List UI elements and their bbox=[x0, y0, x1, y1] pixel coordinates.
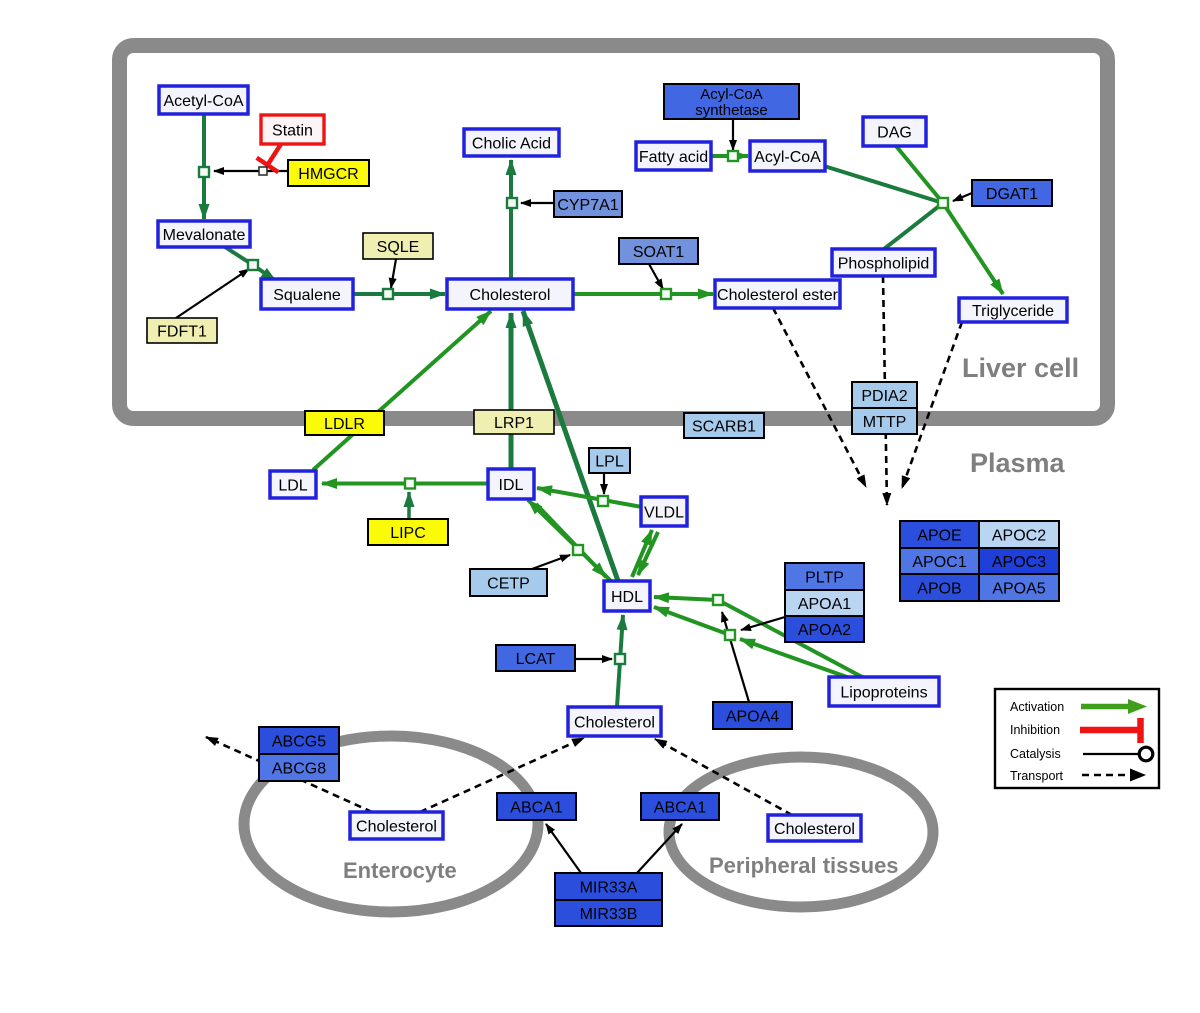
svg-text:MIR33B: MIR33B bbox=[580, 906, 638, 923]
svg-text:LDL: LDL bbox=[278, 477, 307, 494]
svg-text:Enterocyte: Enterocyte bbox=[343, 858, 457, 883]
svg-text:Catalysis: Catalysis bbox=[1010, 747, 1061, 761]
svg-text:LPL: LPL bbox=[595, 453, 624, 470]
svg-text:Cholesterol: Cholesterol bbox=[356, 818, 437, 835]
svg-text:SQLE: SQLE bbox=[377, 239, 420, 256]
svg-text:Phospholipid: Phospholipid bbox=[838, 255, 930, 272]
svg-text:Inhibition: Inhibition bbox=[1010, 723, 1060, 737]
svg-text:LDLR: LDLR bbox=[324, 416, 365, 433]
svg-text:Statin: Statin bbox=[272, 122, 313, 139]
svg-text:Squalene: Squalene bbox=[273, 287, 341, 304]
svg-text:APOC1: APOC1 bbox=[912, 554, 966, 571]
svg-text:PDIA2: PDIA2 bbox=[861, 388, 907, 405]
svg-text:APOB: APOB bbox=[917, 580, 961, 597]
svg-text:Lipoproteins: Lipoproteins bbox=[840, 684, 927, 701]
svg-text:APOE: APOE bbox=[917, 527, 961, 544]
svg-text:APOA5: APOA5 bbox=[992, 580, 1045, 597]
svg-text:FDFT1: FDFT1 bbox=[157, 323, 207, 340]
svg-text:LRP1: LRP1 bbox=[494, 415, 534, 432]
svg-text:Cholesterol: Cholesterol bbox=[774, 821, 855, 838]
svg-text:ABCA1: ABCA1 bbox=[510, 799, 563, 816]
svg-text:CETP: CETP bbox=[487, 575, 530, 592]
svg-text:ABCG8: ABCG8 bbox=[272, 760, 326, 777]
svg-text:ABCA1: ABCA1 bbox=[654, 799, 707, 816]
svg-text:ABCG5: ABCG5 bbox=[272, 733, 326, 750]
svg-text:HMGCR: HMGCR bbox=[298, 166, 358, 183]
svg-text:Mevalonate: Mevalonate bbox=[163, 227, 246, 244]
svg-text:Peripheral tissues: Peripheral tissues bbox=[709, 853, 899, 878]
svg-text:SOAT1: SOAT1 bbox=[633, 244, 684, 261]
svg-text:MIR33A: MIR33A bbox=[580, 879, 638, 896]
svg-text:APOA1: APOA1 bbox=[798, 596, 851, 613]
svg-text:LIPC: LIPC bbox=[390, 525, 426, 542]
svg-text:APOC2: APOC2 bbox=[992, 527, 1046, 544]
svg-text:SCARB1: SCARB1 bbox=[692, 418, 756, 435]
svg-text:Liver cell: Liver cell bbox=[962, 353, 1079, 383]
svg-text:APOA4: APOA4 bbox=[726, 708, 779, 725]
svg-text:synthetase: synthetase bbox=[695, 102, 768, 119]
svg-text:Cholesterol: Cholesterol bbox=[470, 287, 551, 304]
svg-text:DGAT1: DGAT1 bbox=[986, 186, 1038, 203]
svg-text:Cholesterol: Cholesterol bbox=[574, 714, 655, 731]
svg-text:LCAT: LCAT bbox=[516, 651, 556, 668]
svg-text:Acetyl-CoA: Acetyl-CoA bbox=[163, 93, 243, 110]
svg-text:Triglyceride: Triglyceride bbox=[972, 303, 1054, 320]
svg-text:PLTP: PLTP bbox=[805, 569, 844, 586]
svg-text:Transport: Transport bbox=[1010, 769, 1064, 783]
svg-text:Activation: Activation bbox=[1010, 700, 1064, 714]
svg-text:Cholesterol ester: Cholesterol ester bbox=[717, 287, 839, 304]
svg-text:IDL: IDL bbox=[499, 477, 524, 494]
svg-text:VLDL: VLDL bbox=[644, 504, 684, 521]
svg-text:Cholic Acid: Cholic Acid bbox=[472, 135, 551, 152]
svg-text:DAG: DAG bbox=[877, 124, 912, 141]
svg-text:APOC3: APOC3 bbox=[992, 554, 1046, 571]
svg-text:HDL: HDL bbox=[611, 589, 643, 606]
svg-text:Plasma: Plasma bbox=[970, 448, 1066, 478]
svg-text:MTTP: MTTP bbox=[863, 414, 907, 431]
svg-text:Fatty acid: Fatty acid bbox=[639, 149, 708, 166]
svg-text:Acyl-CoA: Acyl-CoA bbox=[700, 86, 763, 103]
svg-text:CYP7A1: CYP7A1 bbox=[557, 197, 618, 214]
svg-text:APOA2: APOA2 bbox=[798, 622, 851, 639]
svg-text:Acyl-CoA: Acyl-CoA bbox=[754, 149, 821, 166]
